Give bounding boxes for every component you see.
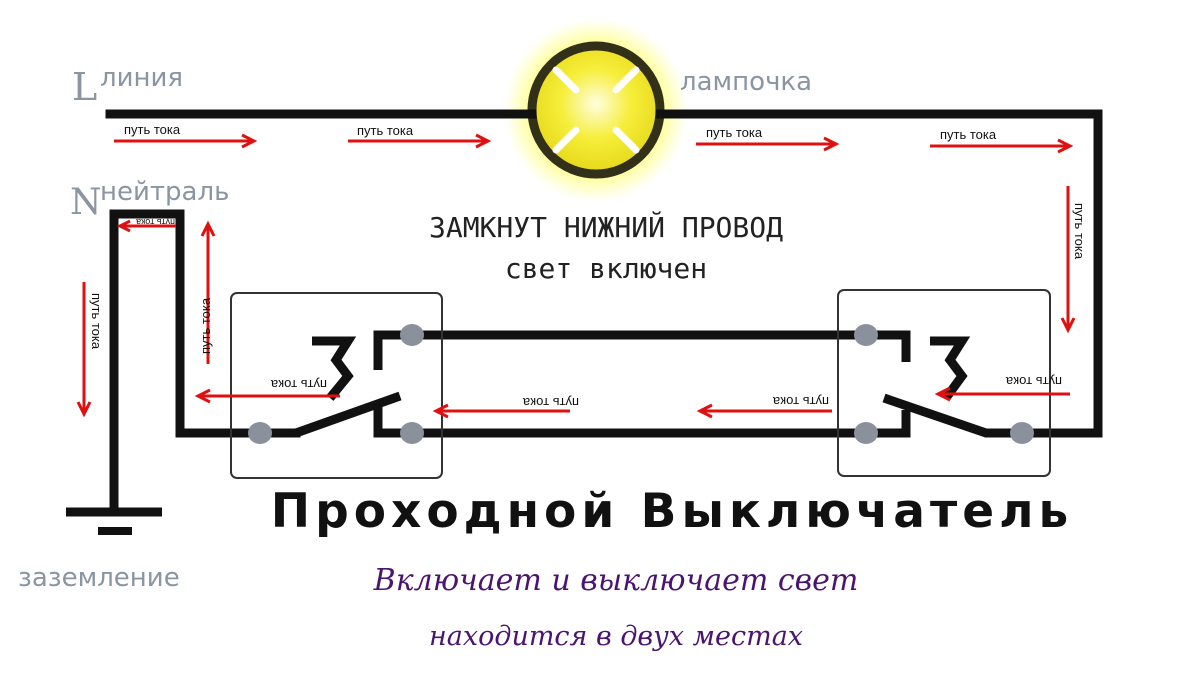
- status-line-1: ЗАМКНУТ НИЖНИЙ ПРОВОД: [429, 210, 783, 244]
- lamp-label: лампочка: [680, 67, 812, 97]
- switch-right-housing: [837, 289, 1051, 477]
- switch-right: [837, 289, 1051, 477]
- subtitle-line-1: Включает и выключает свет: [373, 563, 859, 598]
- current-arrow-icon: [930, 138, 1074, 154]
- current-arrow-icon: [432, 403, 570, 419]
- current-path-label: путь тока: [124, 122, 181, 137]
- current-path-label: путь тока: [522, 395, 579, 410]
- current-path-label: путь тока: [89, 293, 104, 350]
- current-arrow-icon: [194, 388, 340, 404]
- lamp-to-right-wire: [655, 109, 1103, 438]
- wire-labels: L линия N нейтраль лампочка заземление: [18, 63, 812, 593]
- status-line-2: свет включен: [505, 252, 707, 285]
- wires: [105, 109, 1103, 511]
- current-arrow-icon: [934, 386, 1070, 402]
- subtitle-line-2: находится в двух местах: [429, 621, 803, 652]
- ground-icon: [66, 507, 162, 535]
- page-title: Проходной Выключатель: [271, 484, 1073, 539]
- current-arrow-icon: [114, 133, 258, 149]
- current-arrow-icon: [1060, 186, 1076, 334]
- current-arrow-icon: [696, 136, 840, 152]
- current-path-label: путь тока: [270, 377, 327, 392]
- current-arrow-icon: [76, 282, 92, 418]
- line-label: линия: [100, 63, 183, 93]
- switch-left: [230, 292, 443, 479]
- neutral-label: нейтраль: [100, 177, 229, 207]
- current-path-label: путь тока: [357, 123, 414, 138]
- current-arrow-icon: [200, 220, 216, 364]
- current-path-label: путь тока: [1072, 203, 1087, 260]
- current-arrow-icon: [348, 133, 492, 149]
- current-path-label: путь тока: [706, 125, 763, 140]
- neutral-wire: [109, 209, 185, 511]
- return-wire: [175, 209, 265, 438]
- line-letter: L: [72, 65, 97, 109]
- current-arrows: [76, 133, 1076, 419]
- lamp-icon: [504, 18, 688, 202]
- neutral-letter: N: [70, 182, 102, 223]
- switch-left-housing: [230, 292, 443, 479]
- current-path-label: путь тока: [1005, 374, 1062, 389]
- current-path-label: путь тока: [198, 297, 213, 354]
- current-path-label: путь тока: [772, 394, 829, 409]
- current-path-labels: путь тока путь тока путь тока путь тока …: [89, 122, 1087, 410]
- ground-label: заземление: [18, 563, 180, 593]
- current-arrow-icon: [116, 219, 176, 233]
- current-arrow-icon: [696, 403, 832, 419]
- current-path-label: путь тока: [940, 127, 997, 142]
- current-path-label: путь тока: [136, 217, 175, 227]
